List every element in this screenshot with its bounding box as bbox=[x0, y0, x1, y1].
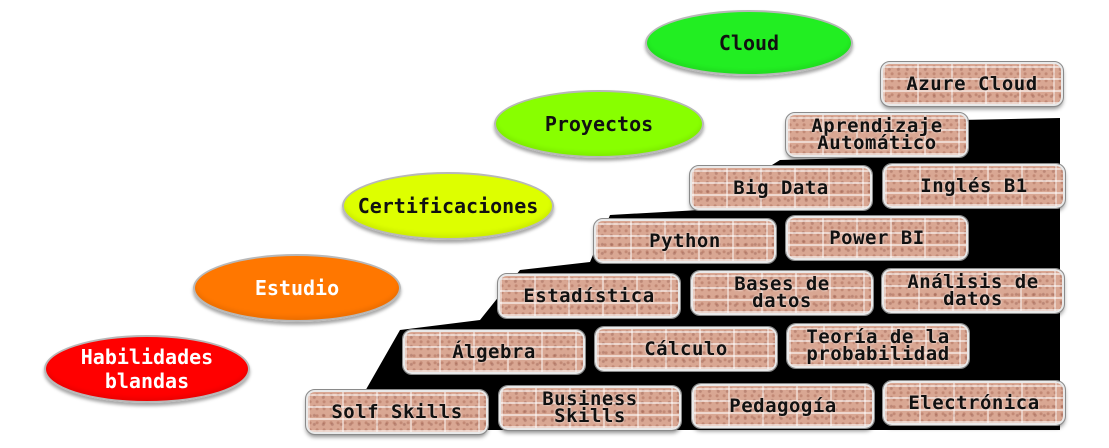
brick-pedagogia: Pedagogía bbox=[691, 383, 875, 429]
brick-aprendizaje-automatico: Aprendizaje Automático bbox=[785, 112, 969, 158]
brick-ingles-label: Inglés B1 bbox=[920, 175, 1028, 197]
level-proyectos: Proyectos bbox=[494, 90, 704, 158]
level-cloud-label: Cloud bbox=[718, 31, 780, 55]
brick-python: Python bbox=[593, 218, 777, 264]
brick-estadistica-label: Estadística bbox=[523, 285, 655, 307]
brick-bases-label-2: datos bbox=[752, 290, 812, 312]
level-habilidades-blandas: Habilidades blandas bbox=[44, 335, 250, 403]
brick-big-data-label: Big Data bbox=[733, 177, 829, 199]
brick-azure-cloud-label: Azure Cloud bbox=[906, 73, 1038, 95]
level-estudio-label: Estudio bbox=[254, 276, 340, 300]
brick-aprendizaje-label-2: Automático bbox=[817, 132, 937, 154]
brick-algebra-label: Álgebra bbox=[452, 341, 536, 363]
brick-aprendizaje-label-1: Aprendizaje bbox=[811, 115, 943, 137]
level-habilidades-label-2: blandas bbox=[104, 369, 190, 393]
level-certificaciones-label: Certificaciones bbox=[357, 194, 539, 218]
brick-big-data: Big Data bbox=[689, 165, 873, 211]
brick-analisis-de-datos: Análisis de datos bbox=[881, 268, 1065, 314]
brick-calculo-label: Cálculo bbox=[644, 338, 728, 360]
brick-pedagogia-label: Pedagogía bbox=[729, 395, 837, 417]
brick-analisis-label-2: datos bbox=[943, 288, 1003, 310]
level-cloud: Cloud bbox=[645, 10, 853, 76]
brick-business-skills: Business Skills bbox=[498, 385, 682, 431]
brick-azure-cloud: Azure Cloud bbox=[880, 61, 1064, 107]
brick-power-bi-label: Power BI bbox=[829, 227, 925, 249]
brick-teoria-label-1: Teoría de la bbox=[806, 326, 950, 348]
level-proyectos-label: Proyectos bbox=[544, 112, 654, 136]
brick-bases-de-datos: Bases de datos bbox=[690, 270, 874, 316]
brick-python-label: Python bbox=[649, 230, 721, 252]
brick-ingles-b1: Inglés B1 bbox=[882, 163, 1066, 209]
brick-calculo: Cálculo bbox=[594, 326, 778, 372]
level-habilidades-label-1: Habilidades bbox=[80, 345, 214, 369]
brick-power-bi: Power BI bbox=[785, 215, 969, 261]
brick-teoria-probabilidad: Teoría de la probabilidad bbox=[786, 323, 970, 369]
brick-algebra: Álgebra bbox=[402, 329, 586, 375]
brick-estadistica: Estadística bbox=[497, 273, 681, 319]
brick-electronica: Electrónica bbox=[882, 380, 1066, 426]
brick-solf-skills-label: Solf Skills bbox=[331, 401, 463, 423]
brick-analisis-label-1: Análisis de bbox=[907, 271, 1039, 293]
brick-teoria-label-2: probabilidad bbox=[806, 343, 950, 365]
level-estudio: Estudio bbox=[193, 254, 401, 322]
level-certificaciones: Certificaciones bbox=[342, 172, 554, 240]
brick-electronica-label: Electrónica bbox=[908, 392, 1040, 414]
brick-bases-label-1: Bases de bbox=[734, 273, 830, 295]
brick-solf-skills: Solf Skills bbox=[305, 389, 489, 435]
brick-business-label-2: Skills bbox=[554, 405, 626, 427]
brick-business-label-1: Business bbox=[542, 388, 638, 410]
